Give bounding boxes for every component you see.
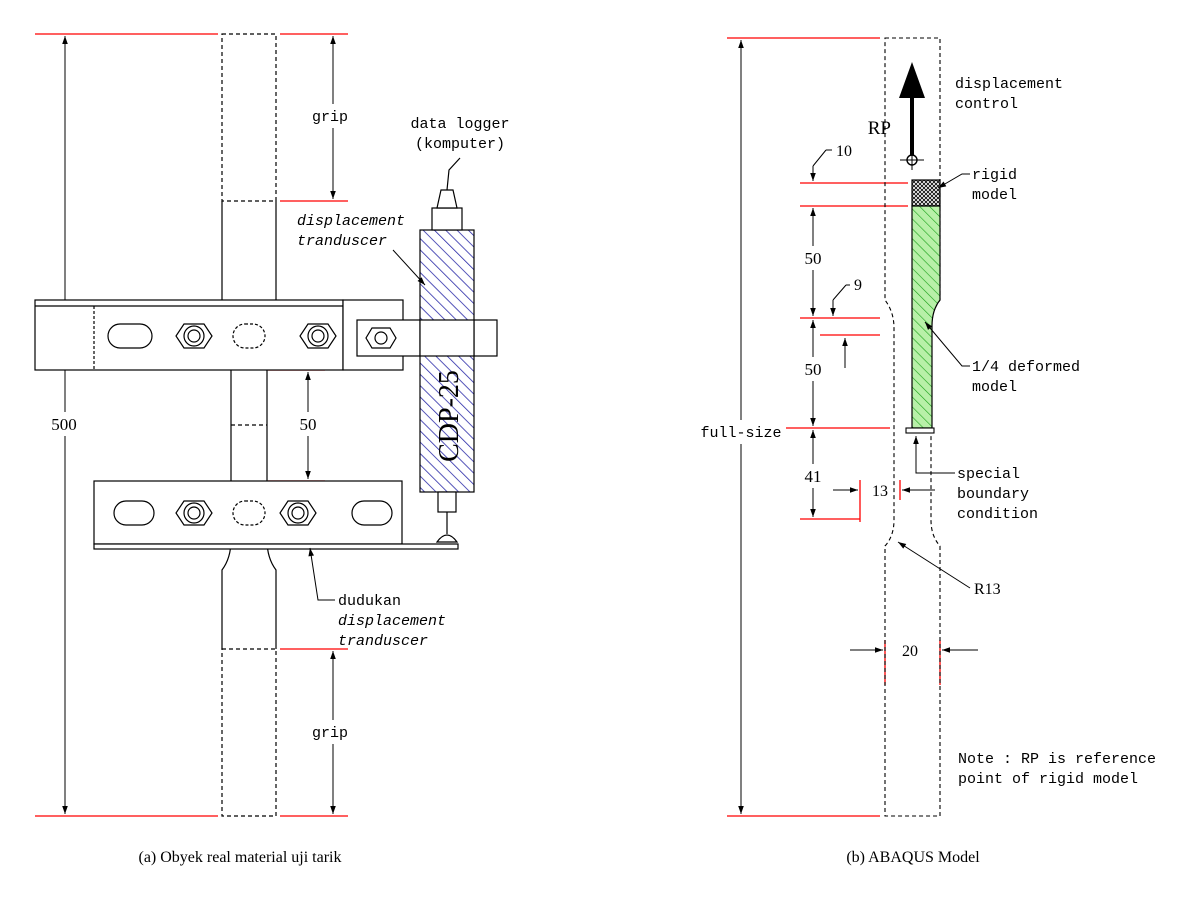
specimen: [221, 33, 277, 817]
rigid-label-1: rigid: [972, 167, 1017, 184]
dim-9-label: 9: [854, 277, 862, 294]
gauge-dim-label: 50: [300, 415, 317, 434]
dim-500-label: 500: [51, 415, 77, 434]
holder-label-2: displacement: [338, 613, 446, 630]
grip-top-label: grip: [312, 109, 348, 126]
data-logger-label-1: data logger: [410, 116, 509, 133]
cdp-25-label: CDP-25: [434, 370, 465, 462]
deformed-model: [911, 205, 941, 429]
rp-label: RP: [868, 118, 891, 139]
dim-13-label: 13: [872, 483, 888, 500]
rp-arrowhead: [899, 62, 925, 98]
deformed-label-2: model: [972, 379, 1017, 396]
right-caption: (b) ABAQUS Model: [846, 849, 980, 866]
right-extension-lines: [727, 37, 941, 817]
dim-50-mid-label: 50: [805, 360, 822, 379]
transducer-label-1: displacement: [297, 213, 405, 230]
boundary-leader: [913, 436, 955, 474]
displacement-control-1: displacement: [955, 76, 1063, 93]
displacement-control-2: control: [955, 96, 1018, 113]
displacement-transducer: [419, 157, 475, 543]
right-panel: full-size RP displacement control rigid …: [698, 37, 1156, 866]
dim-10-label: 10: [836, 143, 852, 160]
boundary-label-1: special: [957, 466, 1020, 483]
deformed-leader: [924, 321, 970, 367]
data-logger-label-2: (komputer): [415, 136, 505, 153]
note-line-1: Note : RP is reference: [958, 751, 1156, 768]
dim-20-label: 20: [902, 643, 918, 660]
left-caption: (a) Obyek real material uji tarik: [138, 849, 341, 866]
holder-label-1: dudukan: [338, 593, 401, 610]
transducer-leader: [392, 249, 426, 286]
bottom-bracket: [93, 480, 459, 550]
holder-leader: [308, 547, 335, 601]
left-panel: 500 grip grip 50: [34, 33, 510, 866]
deformed-label-1: 1/4 deformed: [972, 359, 1080, 376]
rigid-leader: [937, 173, 970, 189]
boundary-label-3: condition: [957, 506, 1038, 523]
transducer-label-2: tranduscer: [297, 233, 387, 250]
dim-41-label: 41: [805, 467, 822, 486]
dim-50-top-label: 50: [805, 249, 822, 268]
boundary-label-2: boundary: [957, 486, 1029, 503]
grip-bottom-label: grip: [312, 725, 348, 742]
r13-leader: [897, 541, 971, 589]
note-line-2: point of rigid model: [958, 771, 1138, 788]
holder-label-3: tranduscer: [338, 633, 428, 650]
rigid-label-2: model: [972, 187, 1017, 204]
boundary-strip: [905, 427, 935, 434]
rigid-model: [911, 179, 941, 207]
r13-label: R13: [974, 581, 1001, 598]
abaqus-specimen: [884, 37, 941, 817]
dim-full-label: full-size: [700, 425, 781, 442]
